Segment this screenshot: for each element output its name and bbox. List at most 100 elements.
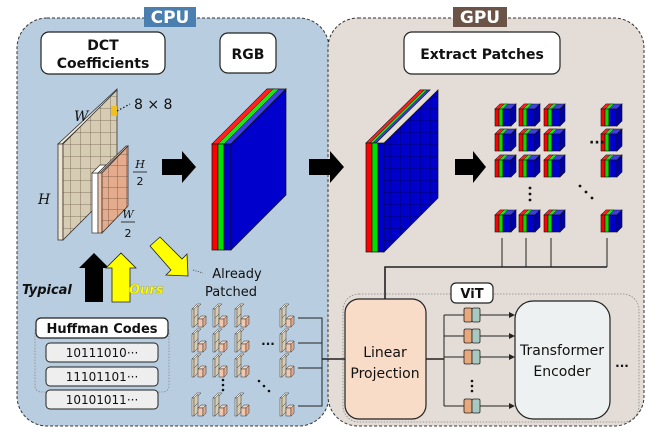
label-w: W	[74, 109, 90, 125]
patches-ellipsis-v	[528, 186, 532, 202]
already-patched-line1: Already	[212, 267, 262, 282]
token	[444, 398, 515, 414]
dct-patches-ellipsis-h: ···	[261, 337, 275, 351]
label-w-half-den: 2	[125, 227, 132, 240]
gpu-patch-connectors	[384, 238, 608, 300]
dct-patches-ellipsis-diag	[257, 379, 271, 393]
token-connectors	[426, 315, 445, 406]
rgb-patch	[600, 103, 623, 127]
patches-ellipsis-diag	[578, 184, 594, 200]
rgb-image-gpu	[365, 89, 439, 253]
dct-patch	[191, 392, 207, 417]
dct-patch	[212, 353, 228, 378]
label-h-half-num: H	[134, 158, 145, 171]
rgb-patch	[494, 209, 517, 233]
linear-projection-line2: Projection	[350, 366, 419, 382]
huffman-section: Huffman Codes 10111010··· 11101101··· 10…	[34, 317, 170, 410]
rgb-patch	[543, 209, 566, 233]
token	[444, 307, 515, 323]
dct-patch	[191, 303, 207, 328]
transformer-encoder-line1: Transformer	[519, 343, 604, 359]
rgb-patch-grid	[494, 103, 623, 233]
dct-patch	[279, 328, 295, 353]
dct-patches-ellipsis-v	[221, 378, 225, 392]
token	[444, 349, 515, 365]
rgb-patch	[518, 154, 541, 178]
dct-title-line1: DCT	[87, 38, 119, 54]
huffman-code-1	[45, 342, 159, 363]
rgb-patch	[600, 128, 623, 152]
arrow-dct-to-rgb	[162, 151, 196, 183]
rgb-patch	[600, 154, 623, 178]
huffman-code-3	[45, 389, 159, 410]
huffman-code-3-text: 10101011···	[66, 393, 139, 407]
rgb-patch	[543, 154, 566, 178]
patches-ellipsis-h: ···	[589, 135, 605, 151]
gpu-tag-label: GPU	[460, 8, 500, 28]
dct-cbcr-block	[91, 145, 129, 234]
label-h: H	[37, 192, 51, 208]
token-list	[444, 307, 515, 414]
extract-patches-box: Extract Patches	[403, 31, 561, 75]
dct-patch	[279, 353, 295, 378]
dct-title-box: DCT Coefficients	[40, 31, 166, 75]
label-w-half-num: W	[122, 208, 135, 221]
already-patched-line2: Patched	[205, 285, 257, 300]
encoder-output-ellipsis: ···	[615, 359, 629, 373]
ours-label: Ours	[129, 283, 164, 298]
typical-label: Typical	[22, 283, 72, 298]
rgb-patch	[543, 128, 566, 152]
transformer-encoder-line2: Encoder	[533, 364, 590, 380]
rgb-patch	[494, 154, 517, 178]
huffman-code-1-text: 10111010···	[66, 346, 139, 360]
arrow-to-patches	[455, 151, 486, 183]
vit-title-box: ViT	[450, 282, 494, 304]
rgb-patch	[600, 209, 623, 233]
huffman-code-2-text: 11101101···	[66, 370, 139, 384]
rgb-patch	[518, 103, 541, 127]
block-8x8-highlight	[111, 106, 117, 116]
dct-patch	[234, 392, 250, 417]
dct-patch	[191, 353, 207, 378]
dct-patch	[234, 328, 250, 353]
gpu-tag	[453, 7, 507, 27]
cpu-tag-label: CPU	[151, 8, 190, 28]
dct-patch	[212, 303, 228, 328]
dct-patch	[191, 328, 207, 353]
dct-title-line2: Coefficients	[57, 56, 150, 72]
rgb-image-cpu	[211, 88, 287, 251]
label-8x8: 8 × 8	[134, 97, 172, 113]
rgb-patch	[518, 209, 541, 233]
rgb-patch	[518, 128, 541, 152]
cpu-tag	[144, 7, 196, 27]
huffman-title: Huffman Codes	[46, 322, 157, 337]
rgb-title: RGB	[232, 47, 265, 63]
dct-y-block	[56, 88, 118, 241]
token-ellipsis-v	[470, 379, 474, 393]
arrow-cpu-to-gpu	[309, 151, 344, 183]
label-h-half-den: 2	[137, 175, 144, 188]
dct-patch-connectors	[298, 317, 345, 407]
rgb-patch	[543, 103, 566, 127]
huffman-code-2	[45, 366, 159, 387]
ours-arrow	[105, 252, 137, 303]
dct-patch	[279, 303, 295, 328]
huffman-title-box	[35, 317, 169, 339]
typical-arrow	[79, 253, 109, 302]
transformer-encoder-box: Transformer Encoder	[514, 300, 611, 420]
already-patched-arrow	[149, 236, 189, 277]
rgb-patch	[494, 128, 517, 152]
extract-patches-title: Extract Patches	[420, 47, 544, 63]
dct-patch	[212, 328, 228, 353]
dct-patch	[234, 353, 250, 378]
rgb-title-box: RGB	[219, 32, 277, 74]
vit-title: ViT	[460, 287, 483, 302]
dct-patch	[234, 303, 250, 328]
token	[444, 328, 515, 344]
linear-projection-box: Linear Projection	[344, 298, 427, 420]
dct-patch-grid	[191, 303, 295, 417]
linear-projection-line1: Linear	[363, 345, 407, 361]
rgb-patch	[494, 103, 517, 127]
dct-patch	[279, 392, 295, 417]
